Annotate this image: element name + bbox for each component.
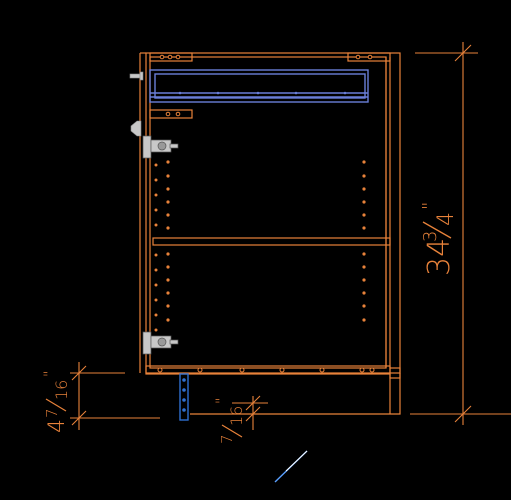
- hinge-icon: [142, 135, 179, 159]
- cabinet-inner-outline: [149, 56, 387, 369]
- drawer-outline: [149, 69, 369, 103]
- cabinet-outline: [145, 52, 401, 374]
- tick-top: [71, 365, 87, 381]
- stretcher-dowels: [159, 54, 373, 117]
- toe-kick-label: 4 7 16 ": [42, 371, 71, 433]
- toe-kick-dimension: [70, 362, 160, 430]
- overall-height-dimension: [410, 42, 511, 425]
- hinge-icon: [142, 331, 179, 355]
- tick-bottom: [245, 406, 261, 422]
- shelf-pin-holes-rear: [362, 160, 366, 322]
- bottom-offset-dimension: [232, 395, 268, 430]
- leveling-leg-icon: [179, 373, 189, 421]
- top-stretcher-rear: [347, 52, 391, 62]
- shelf-pin-holes-front: [166, 160, 170, 322]
- overall-height-whole: 34: [422, 238, 457, 276]
- bottom-offset-unit: ": [214, 398, 230, 404]
- overall-height-unit: ": [419, 202, 440, 210]
- drawer-slide-screws: [178, 91, 347, 95]
- toe-kick-denominator: 16: [52, 380, 71, 400]
- cursor-icon: [274, 450, 308, 483]
- tick-bottom: [454, 405, 472, 423]
- screw-icon: [129, 71, 144, 81]
- drawer-inner: [154, 73, 366, 99]
- mid-rail: [149, 109, 193, 119]
- fixed-shelf: [152, 237, 391, 246]
- toe-kick-whole: 4: [45, 419, 70, 433]
- overall-height-numerator: 3: [420, 231, 441, 242]
- top-stretcher: [149, 52, 193, 62]
- tick-top: [245, 395, 261, 411]
- toe-kick: [190, 373, 401, 415]
- overall-height-label: 34 3 4 ": [419, 202, 459, 276]
- bottom-offset-label: 7 16 ": [214, 398, 246, 444]
- hinge-plate-holes: [154, 148, 158, 332]
- bottom-panel-dowels: [157, 367, 375, 373]
- cabinet-carcass: [139, 52, 401, 415]
- handle-icon: [130, 120, 142, 137]
- drawer-box: [149, 69, 369, 103]
- bottom-offset-denominator: 16: [227, 406, 246, 426]
- overall-height-denominator: 4: [434, 212, 459, 226]
- toe-kick-numerator: 7: [43, 408, 61, 418]
- tick-top: [454, 44, 472, 62]
- tick-bottom: [71, 410, 87, 426]
- bottom-offset-numerator: 7: [218, 434, 236, 444]
- toe-kick-block: [389, 367, 401, 379]
- toe-kick-unit: ": [42, 371, 58, 377]
